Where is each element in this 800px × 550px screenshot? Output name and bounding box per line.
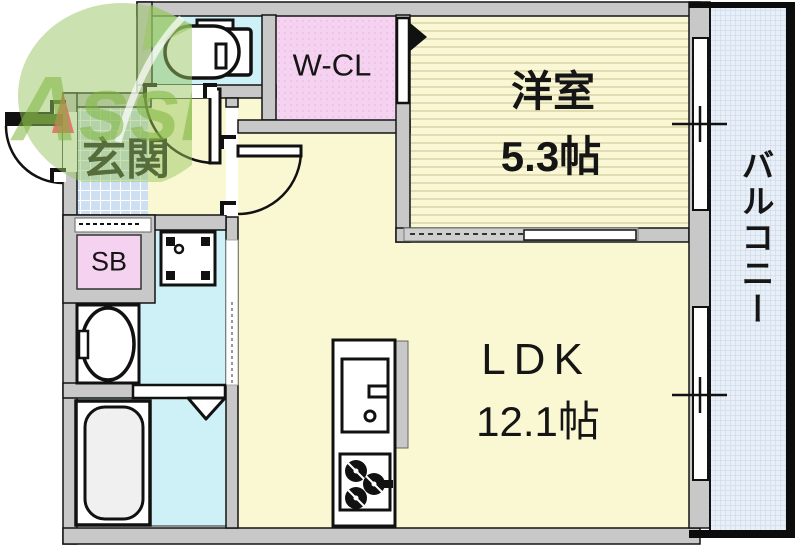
bathroom-folding-door bbox=[131, 383, 227, 421]
western-room-label: 洋室 bbox=[510, 68, 596, 115]
ldk-size: 12.1帖 bbox=[476, 398, 600, 445]
western-ldk-slider-panel bbox=[523, 229, 637, 241]
assist-watermark: Assist bbox=[10, 3, 192, 182]
logo-a-accent bbox=[52, 92, 74, 133]
washroom-sliding-door bbox=[225, 239, 239, 386]
washing-machine-pan-icon bbox=[159, 230, 217, 287]
washbasin-icon bbox=[75, 303, 141, 385]
assist-logo-text: Assist bbox=[10, 58, 192, 160]
balcony-label: バルコニー bbox=[737, 148, 774, 328]
bathtub-icon bbox=[74, 399, 152, 527]
western-room-size: 5.3帖 bbox=[500, 133, 602, 180]
wcl-door-arrow-icon bbox=[409, 22, 427, 52]
kitchen-counter bbox=[331, 338, 409, 528]
ldk-label: LDK bbox=[481, 335, 591, 384]
western-room-floor bbox=[410, 15, 689, 228]
shoe-box bbox=[76, 234, 142, 290]
kitchen-sink-icon bbox=[340, 357, 390, 434]
shoe-box-label: SB bbox=[90, 246, 128, 277]
wcl-door bbox=[395, 16, 411, 105]
wcl-floor bbox=[276, 15, 396, 120]
balcony-border bbox=[689, 2, 795, 538]
balcony-floor bbox=[710, 8, 787, 530]
windows-and-sliders bbox=[225, 16, 727, 481]
wcl-label: W-CL bbox=[292, 47, 372, 83]
gas-stove-icon bbox=[338, 452, 393, 512]
shoe-box-shelf bbox=[74, 217, 152, 233]
ldk-door bbox=[236, 144, 303, 216]
